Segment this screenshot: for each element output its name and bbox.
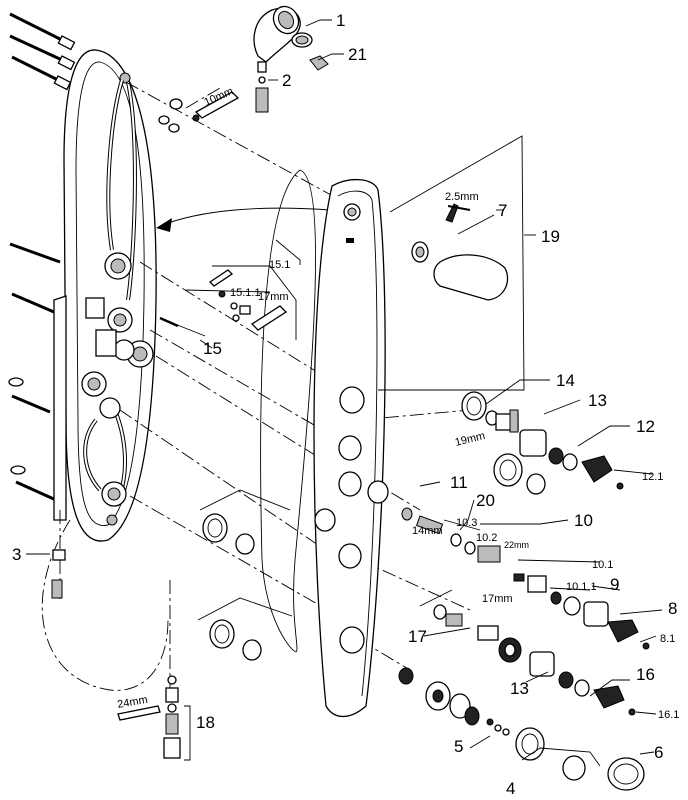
wall-anchors-middle [8,242,61,502]
label-1: 1 [336,11,345,30]
part-number-labels: 1 21 2 7 19 15.1 15.1.1 15 14 13 12 12.1… [12,11,679,798]
label-12-1: 12.1 [642,471,663,483]
tool-size-14mm: 14mm [412,525,443,537]
label-7: 7 [498,201,507,220]
label-17: 17 [408,627,427,646]
label-19: 19 [541,227,560,246]
tool-size-2-5mm: 2.5mm [445,191,479,203]
tool-size-17mm-top: 17mm [258,291,289,303]
tool-size-19mm: 19mm [454,430,487,449]
label-16-1: 16.1 [658,709,679,721]
label-10: 10 [574,511,593,530]
label-9: 9 [610,575,619,594]
tool-size-24mm: 24mm [116,694,148,711]
label-4: 4 [506,779,515,798]
back-panel [53,49,157,542]
label-8: 8 [668,599,677,618]
label-10-3: 10.3 [456,517,477,529]
label-15-1: 15.1 [269,259,290,271]
label-10-1: 10.1 [592,559,613,571]
label-18: 18 [196,713,215,732]
label-6: 6 [654,743,663,762]
label-15-1-1: 15.1.1 [230,287,261,299]
label-8-1: 8.1 [660,633,675,645]
label-10-1-1: 10.1.1 [566,581,597,593]
label-3: 3 [12,545,21,564]
label-21: 21 [348,45,367,64]
tool-size-22mm: 22mm [504,540,529,550]
label-5: 5 [454,737,463,756]
body-jets [81,252,154,507]
label-12: 12 [636,417,655,436]
label-20: 20 [476,491,495,510]
leader-lines [26,19,663,767]
label-13-upper: 13 [588,391,607,410]
label-11: 11 [450,473,468,492]
tool-size-17mm-bottom: 17mm [482,593,513,605]
panel-gasket [260,169,317,653]
label-15: 15 [203,339,222,358]
lower-valve-parts [398,589,645,791]
label-10-2: 10.2 [476,532,497,544]
diverter-detail [159,265,297,340]
valve-cartridge-parts [367,391,650,650]
lever-handle-assembly [378,135,525,391]
label-14: 14 [556,371,575,390]
connection-hose [41,519,169,691]
label-13-lower: 13 [510,679,529,698]
label-2: 2 [282,71,291,90]
hose-fittings [51,549,181,759]
hand-shower [253,5,329,113]
trim-rings-left [197,489,293,661]
shower-hook-screws [158,91,240,133]
front-panel [313,179,386,718]
label-16: 16 [636,665,655,684]
mount-direction-arrow [156,207,331,232]
wall-anchors-top [9,12,76,91]
